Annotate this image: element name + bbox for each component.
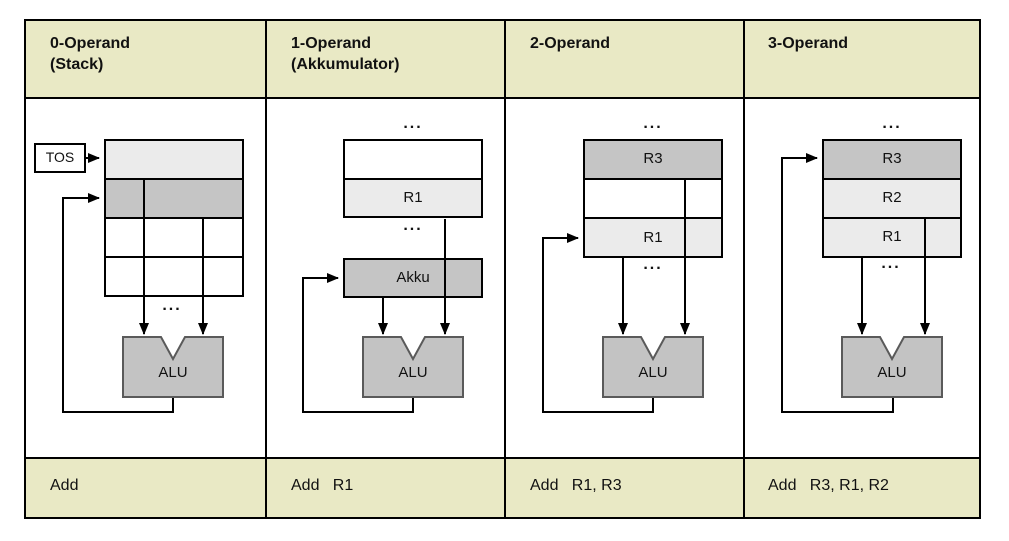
alu-shape-stack [122,336,224,398]
column-header-3-operand: 3-Operand [768,33,848,54]
ellipsis: ... [881,255,901,272]
footer-row [26,457,979,517]
r1-label: R1 [882,228,902,245]
alu-shape-3op [841,336,943,398]
register-cell-r1 [345,179,481,216]
ellipsis: ... [643,115,663,132]
stack-cell-second [106,180,242,219]
ellipsis: ... [162,297,182,314]
ellipsis: ... [643,256,663,273]
akku-box [343,258,483,298]
tos-pointer-box [34,143,86,173]
ellipsis: ... [403,115,423,132]
three-op-register-block [822,139,962,258]
akku-label: Akku [396,269,430,286]
r2-label: R2 [882,189,902,206]
r1-label: R1 [643,229,663,246]
comparison-table [24,19,981,519]
header-row [26,21,979,99]
ellipsis: ... [882,115,902,132]
column-divider [504,21,506,517]
instruction-example-akku: Add R1 [291,477,354,494]
r3-label: R3 [643,150,663,167]
alu-shape-akku [362,336,464,398]
register-cell-r3 [824,141,960,180]
alu-shape-2op [602,336,704,398]
instruction-example-2op: Add R1, R3 [530,477,622,494]
column-divider [743,21,745,517]
alu-label: ALU [398,364,428,381]
akku-register-block [343,139,483,218]
column-header-0-operand: 0-Operand (Stack) [50,33,130,75]
header-line: (Akkumulator) [291,56,400,73]
instruction-example-3op: Add R3, R1, R2 [768,477,889,494]
register-cell-r1 [824,219,960,256]
alu-label: ALU [877,364,907,381]
register-cell-r1 [585,219,721,256]
register-cell [345,141,481,180]
header-line: (Stack) [50,56,104,73]
alu-label: ALU [638,364,668,381]
header-line: 0-Operand [50,35,131,52]
r3-label: R3 [882,150,902,167]
stack-cell [106,219,242,258]
stack-register-block [104,139,244,297]
r1-writeback-arrow [542,233,654,413]
column-header-1-operand: 1-Operand (Akkumulator) [291,33,399,75]
stack-cell-tos [106,141,242,180]
header-line: 3-Operand [768,35,849,52]
stack-cell [106,258,242,295]
tos-label: TOS [45,149,75,165]
akku-writeback-arrow [302,273,414,413]
register-cell [585,180,721,219]
r1-label: R1 [403,189,423,206]
header-line: 1-Operand [291,35,372,52]
instruction-example-stack: Add [50,477,79,494]
register-cell-r2 [824,180,960,219]
alu-label: ALU [158,364,188,381]
register-cell-r3 [585,141,721,180]
column-divider [265,21,267,517]
column-header-2-operand: 2-Operand [530,33,610,54]
r3-writeback-arrow [781,153,894,413]
two-op-register-block [583,139,723,258]
ellipsis: ... [403,217,423,234]
stack-writeback-arrow [62,193,174,413]
header-line: 2-Operand [530,35,611,52]
